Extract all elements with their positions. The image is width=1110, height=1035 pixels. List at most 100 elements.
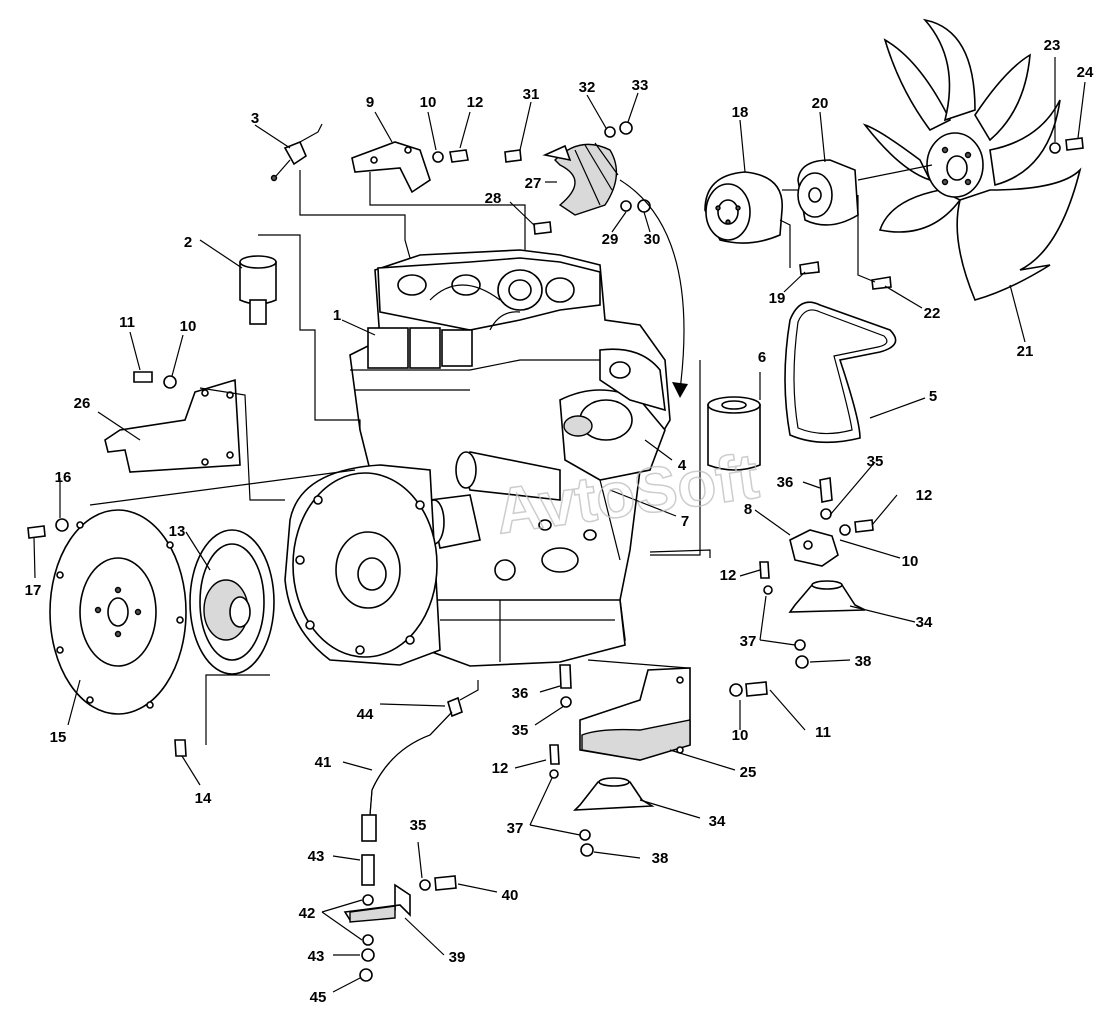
callout-label: 12 — [720, 567, 737, 584]
bolt-icon — [854, 519, 874, 533]
callout-label: 10 — [732, 727, 749, 744]
cooling-fan-part-21 — [862, 18, 1082, 301]
callout-labels: 3 9 10 12 2 1 31 32 33 27 28 29 30 18 20… — [25, 37, 1094, 1006]
nut-icon — [580, 843, 594, 857]
drive-belt-part-5 — [784, 301, 897, 444]
callout-label: 31 — [523, 86, 540, 103]
callout-label: 15 — [50, 729, 67, 746]
washer-icon — [794, 639, 806, 651]
callout-label: 18 — [732, 104, 749, 121]
callout-label: 10 — [180, 318, 197, 335]
bracket-part-39 — [343, 883, 411, 923]
callout-label: 35 — [512, 722, 529, 739]
callout-label: 26 — [74, 395, 91, 412]
nut-icon — [637, 199, 651, 213]
engine-mount-part-34a — [788, 580, 866, 613]
bolt-icon — [559, 664, 572, 689]
bolt-icon — [533, 221, 552, 235]
sensor-part-3 — [270, 123, 323, 182]
mount-bracket-part-8 — [789, 529, 839, 567]
bolt-icon — [819, 477, 833, 503]
washer-icon — [729, 683, 743, 697]
callout-label: 23 — [1044, 37, 1061, 54]
callout-label: 13 — [169, 523, 186, 540]
callout-label: 45 — [310, 989, 327, 1006]
callout-label: 32 — [579, 79, 596, 96]
callout-label: 7 — [681, 513, 689, 530]
callout-label: 27 — [525, 175, 542, 192]
callout-label: 30 — [644, 231, 661, 248]
washer-icon — [432, 151, 444, 163]
callout-label: 3 — [251, 110, 259, 127]
callout-label: 17 — [25, 582, 42, 599]
callout-label: 34 — [916, 614, 933, 631]
assembly-arrow — [619, 179, 685, 391]
callout-label: 37 — [507, 820, 524, 837]
bolt-icon — [871, 276, 892, 290]
leader-lines — [33, 57, 1086, 993]
callout-label: 36 — [512, 685, 529, 702]
callout-label: 12 — [467, 94, 484, 111]
washer-icon — [163, 375, 177, 389]
washer-icon — [560, 696, 572, 708]
callout-label: 29 — [602, 231, 619, 248]
callout-label: 12 — [492, 760, 509, 777]
washer-icon — [579, 829, 591, 841]
callout-label: 10 — [902, 553, 919, 570]
callout-label: 4 — [678, 457, 687, 474]
washer-icon — [763, 585, 773, 595]
arrow-head-icon — [672, 382, 688, 398]
callout-label: 11 — [119, 314, 135, 331]
coupling-part-13 — [189, 529, 275, 675]
oil-filter-part-6 — [707, 396, 761, 471]
callout-label: 34 — [709, 813, 726, 830]
washer-icon — [419, 879, 431, 891]
washer-icon — [1049, 142, 1061, 154]
callout-label: 5 — [929, 388, 937, 405]
callout-label: 35 — [410, 817, 427, 834]
nut-icon — [795, 655, 809, 669]
callout-label: 1 — [333, 307, 341, 324]
callout-label: 6 — [758, 349, 766, 366]
washer-icon — [362, 894, 374, 906]
callout-label: 10 — [420, 94, 437, 111]
washer-icon — [820, 508, 832, 520]
washer-icon — [839, 524, 851, 536]
callout-label: 40 — [502, 887, 519, 904]
callout-label: 21 — [1017, 343, 1034, 360]
bracket-part-25 — [579, 667, 691, 761]
callout-label: 14 — [195, 790, 212, 807]
callout-label: 42 — [299, 905, 316, 922]
oil-line-part-41 — [369, 711, 453, 816]
hose-fitting-icon — [361, 814, 377, 842]
bolt-icon — [434, 875, 457, 891]
engine-mount-part-34b — [572, 777, 655, 811]
callout-label: 28 — [485, 190, 502, 207]
bolt-icon — [1065, 137, 1084, 151]
callout-label: 41 — [315, 754, 332, 771]
pulley-part-18 — [704, 171, 783, 244]
washer-icon — [55, 518, 69, 532]
callout-label: 44 — [357, 706, 374, 723]
bolt-icon — [174, 739, 187, 757]
bolt-icon — [759, 561, 770, 579]
bolt-icon — [449, 149, 469, 163]
nut-icon — [359, 968, 373, 982]
callout-label: 20 — [812, 95, 829, 112]
callout-label: 36 — [777, 474, 794, 491]
bolt-icon — [799, 261, 820, 275]
washer-icon — [549, 769, 559, 779]
callout-label: 12 — [916, 487, 933, 504]
callout-label: 19 — [769, 290, 786, 307]
washer-icon — [362, 934, 374, 946]
callout-label: 39 — [449, 949, 466, 966]
nut-icon — [361, 948, 375, 962]
flywheel-housing — [284, 464, 441, 666]
callout-label: 11 — [815, 724, 831, 741]
callout-label: 37 — [740, 633, 757, 650]
washer-icon — [620, 200, 632, 212]
callout-label: 16 — [55, 469, 72, 486]
heat-shield-part-27 — [542, 142, 619, 216]
bolt-icon — [745, 681, 768, 697]
callout-label: 2 — [184, 234, 192, 251]
